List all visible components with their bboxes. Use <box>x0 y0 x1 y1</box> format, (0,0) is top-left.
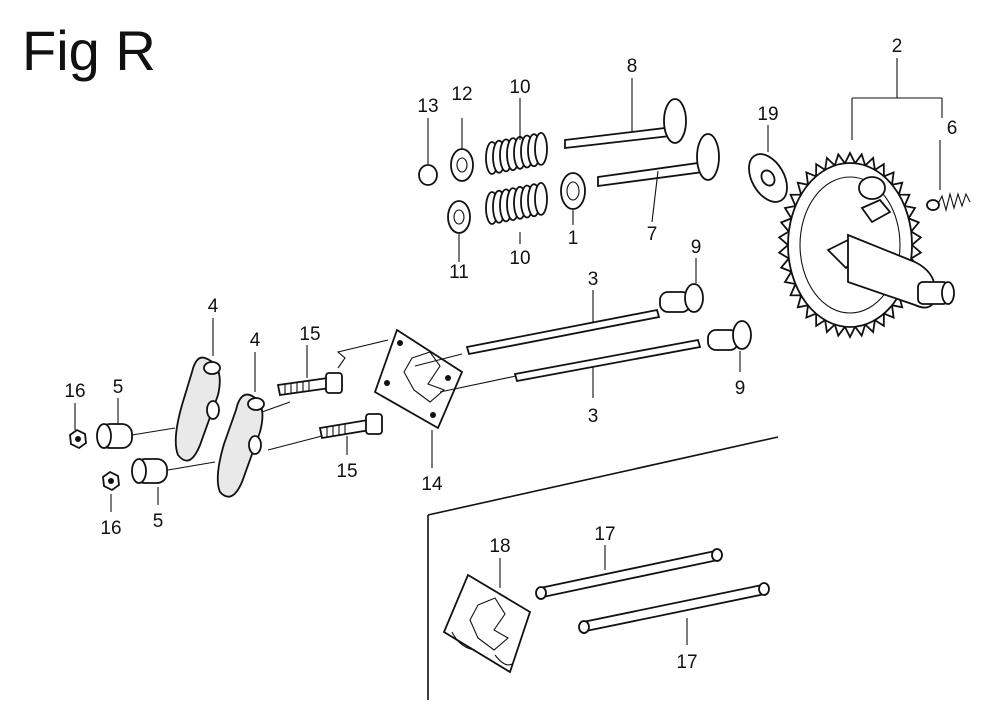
callout-8: 8 <box>627 56 638 77</box>
stud-bolt-part-15-lower <box>318 413 383 440</box>
callout-2: 2 <box>892 36 903 57</box>
valve-part-7 <box>597 133 720 188</box>
callout-6: 6 <box>947 118 958 139</box>
rocker-pivot-part-5-upper <box>96 423 133 449</box>
spring-coil <box>534 181 548 216</box>
callout-labels: 2 6 8 7 1 10 10 12 13 11 19 9 9 3 3 4 4 … <box>64 36 957 673</box>
callout-4-rear: 4 <box>208 296 219 317</box>
tappet-part-9-upper <box>659 283 704 313</box>
tappet-part-9-lower <box>707 320 752 351</box>
callout-17-lower: 17 <box>676 652 697 673</box>
inset-border-top <box>427 436 779 516</box>
figure-title: Fig R <box>22 19 156 82</box>
nut-part-16-lower <box>102 470 120 492</box>
spring-coil <box>534 131 548 166</box>
callout-10-upper: 10 <box>509 77 530 98</box>
callout-14: 14 <box>421 474 443 495</box>
rocker-arm-part-4-rear <box>174 356 221 462</box>
push-rod-part-17-lower <box>578 582 770 634</box>
callout-5-lower: 5 <box>153 511 164 532</box>
guide-plate-part-18 <box>442 573 532 674</box>
valve-cap-part-13 <box>418 164 438 186</box>
rocker-pivot-part-5-lower <box>131 458 168 484</box>
valve-spring-part-10-lower <box>485 181 548 225</box>
callout-3-upper: 3 <box>588 269 599 290</box>
spring-part-6 <box>926 191 971 213</box>
rocker-arm-part-4-front <box>216 393 265 498</box>
stud-bolt-part-15-upper <box>276 372 343 397</box>
valve-spring-part-10-upper <box>485 131 548 175</box>
valve-retainer-part-11 <box>447 200 471 234</box>
push-rod-part-3-lower <box>513 338 702 383</box>
valve-part-8 <box>564 98 687 150</box>
callout-15-upper: 15 <box>299 324 320 345</box>
callout-5-upper: 5 <box>113 377 124 398</box>
callout-1: 1 <box>568 228 579 249</box>
callout-11: 11 <box>449 262 469 283</box>
leader-lines <box>74 58 943 645</box>
camshaft-gear-part-2 <box>777 150 955 340</box>
callout-17-upper: 17 <box>594 524 615 545</box>
push-rod-part-17-upper <box>535 548 723 600</box>
callout-7: 7 <box>647 224 658 245</box>
callout-9-upper: 9 <box>691 237 702 258</box>
callout-3-lower: 3 <box>588 406 599 427</box>
nut-part-16-upper <box>69 428 87 450</box>
callout-16-upper: 16 <box>64 381 85 402</box>
callout-18: 18 <box>489 536 510 557</box>
callout-15-lower: 15 <box>336 461 357 482</box>
washer-part-19 <box>748 153 788 203</box>
callout-16-lower: 16 <box>100 518 121 539</box>
valve-retainer-part-12 <box>450 148 474 182</box>
push-rod-part-3-upper <box>465 308 661 356</box>
callout-10-lower: 10 <box>509 248 530 269</box>
callout-12: 12 <box>451 84 472 105</box>
callout-9-lower: 9 <box>735 378 746 399</box>
callout-13: 13 <box>417 96 438 117</box>
valve-retainer-part-1 <box>560 172 586 210</box>
guide-plate-part-14 <box>373 328 464 430</box>
callout-4-front: 4 <box>250 330 261 351</box>
callout-19: 19 <box>757 104 778 125</box>
